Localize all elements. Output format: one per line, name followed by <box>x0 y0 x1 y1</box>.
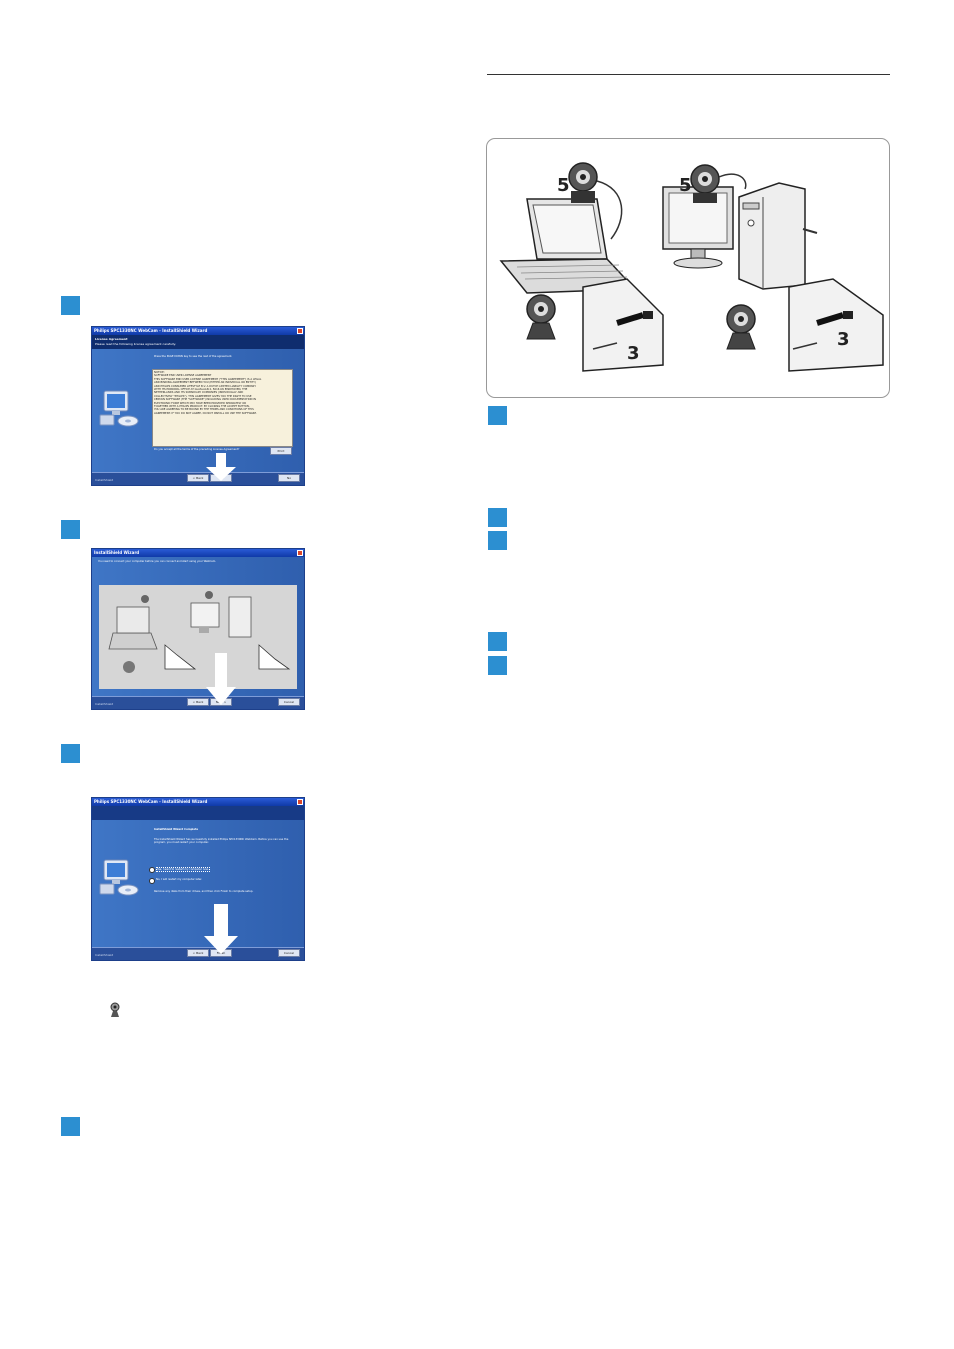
license-line: TOGETHER WITH A PHILIPS PRODUCT. BY CLIC… <box>154 405 250 409</box>
complete-heading: InstallShield Wizard Complete <box>154 828 199 831</box>
back-button[interactable]: < Back <box>187 698 209 706</box>
title-bar: Philips SPC1330NC WebCam - InstallShield… <box>92 798 304 806</box>
header-title: License Agreement <box>95 337 128 341</box>
callout-3-left: 3 <box>627 343 640 364</box>
license-line: AND PHILIPS CONSUMER LIFESTYLE B.V. A DU… <box>154 384 256 388</box>
license-wizard-screenshot: Philips SPC1330NC WebCam - InstallShield… <box>91 326 305 486</box>
license-line: AGREEMENT. IF YOU DO NOT AGREE, DO NOT I… <box>154 411 257 415</box>
webcam-tray-icon <box>110 1002 120 1017</box>
callout-5-desktop: 5 <box>679 175 692 196</box>
connect-wizard-screenshot: InstallShield Wizard You need to connect… <box>91 548 305 710</box>
window-title: InstallShield Wizard <box>94 550 140 555</box>
connection-illustration <box>99 585 297 689</box>
callout-5-laptop: 5 <box>557 175 570 196</box>
complete-note: Remove any disks from their drives, and … <box>154 890 254 893</box>
wizard-body: Press the PAGE DOWN key to see the rest … <box>92 349 304 473</box>
license-line: NOTICE: <box>154 371 165 374</box>
step-marker-right-4 <box>488 632 507 651</box>
license-line: YOU ARE AGREEING TO BE BOUND BY THE TERM… <box>154 408 254 412</box>
webcam-connection-diagram: 5 5 3 3 <box>499 162 884 372</box>
license-text-box[interactable]: NOTICE: SOFTWARE END USER LICENSE AGREEM… <box>152 369 293 447</box>
license-line: CERTAIN SOFTWARE (THE "SOFTWARE") INCLUD… <box>154 398 256 402</box>
step-marker-right-1 <box>488 406 507 425</box>
radio-no[interactable] <box>149 878 155 884</box>
step-marker-right-5 <box>488 656 507 675</box>
cancel-button[interactable]: Cancel <box>278 949 300 957</box>
radio-yes[interactable] <box>149 867 155 873</box>
footer-brand: InstallShield <box>95 953 114 957</box>
license-line: SOFTWARE END USER LICENSE AGREEMENT <box>154 374 212 378</box>
wizard-footer: InstallShield < Back Finish Cancel <box>92 947 304 960</box>
step-marker-3 <box>61 744 80 763</box>
connection-illustration-panel: 5 5 3 3 <box>486 138 890 398</box>
complete-text: The InstallShield Wizard has successfull… <box>154 838 289 845</box>
footer-brand: InstallShield <box>95 478 114 482</box>
step-marker-2 <box>61 520 80 539</box>
step-marker-1 <box>61 296 80 315</box>
license-line: AND BINDING AGREEMENT BETWEEN YOU (EITHE… <box>154 381 256 385</box>
cancel-button[interactable]: Cancel <box>278 698 300 706</box>
callout-3-right: 3 <box>837 329 850 350</box>
wizard-body: You need to connect your computer before… <box>92 557 304 697</box>
close-icon <box>297 799 303 805</box>
license-line: ELECTRONIC FORM WHICH MAY HAVE BEEN PROV… <box>154 401 247 405</box>
back-button[interactable]: < Back <box>187 474 209 482</box>
computer-setup-icon <box>99 390 139 427</box>
connect-instruction: You need to connect your computer before… <box>98 560 217 563</box>
license-question: Do you accept all the terms of the prece… <box>154 448 240 451</box>
radio-no-label[interactable]: No, I will restart my computer later. <box>156 878 203 881</box>
step-marker-4 <box>61 1117 80 1136</box>
step-marker-right-3 <box>488 531 507 550</box>
window-title: Philips SPC1330NC WebCam - InstallShield… <box>94 328 208 333</box>
license-intro: Press the PAGE DOWN key to see the rest … <box>154 355 233 358</box>
complete-wizard-screenshot: Philips SPC1330NC WebCam - InstallShield… <box>91 797 305 961</box>
license-line: COLLECTIVELY "PHILIPS"). THIS AGREEMENT … <box>154 394 252 398</box>
arrow-down-icon <box>206 653 236 705</box>
radio-yes-label[interactable]: Yes, I want to restart my computer now. <box>156 867 210 872</box>
title-bar: InstallShield Wizard <box>92 549 304 557</box>
wizard-body: InstallShield Wizard Complete The Instal… <box>92 820 304 948</box>
license-line: NETHERLANDS AND ITS SUBSIDIARY COMPANIES… <box>154 391 244 395</box>
title-bar: Philips SPC1330NC WebCam - InstallShield… <box>92 327 304 335</box>
header-band: License Agreement Please read the follow… <box>92 335 304 349</box>
close-icon <box>297 550 303 556</box>
wizard-footer: InstallShield < Back Next > Cancel <box>92 696 304 709</box>
back-button[interactable]: < Back <box>187 949 209 957</box>
window-title: Philips SPC1330NC WebCam - InstallShield… <box>94 799 208 804</box>
arrow-down-icon <box>204 904 238 954</box>
close-icon <box>297 328 303 334</box>
wizard-footer: InstallShield < Back Yes No <box>92 472 304 485</box>
header-subtitle: Please read the following license agreem… <box>95 342 176 346</box>
print-button[interactable]: Print <box>270 447 292 455</box>
license-line: THIS SOFTWARE END USER LICENSE AGREEMENT… <box>154 377 262 381</box>
section-rule <box>487 74 890 75</box>
footer-brand: InstallShield <box>95 702 114 706</box>
no-button[interactable]: No <box>278 474 300 482</box>
license-line: WITH ITS PRINCIPAL OFFICE AT GLASLAAN 2,… <box>154 388 248 392</box>
step-marker-right-2 <box>488 508 507 527</box>
computer-setup-icon <box>99 859 139 896</box>
header-band <box>92 806 304 820</box>
arrow-down-icon <box>206 453 236 481</box>
